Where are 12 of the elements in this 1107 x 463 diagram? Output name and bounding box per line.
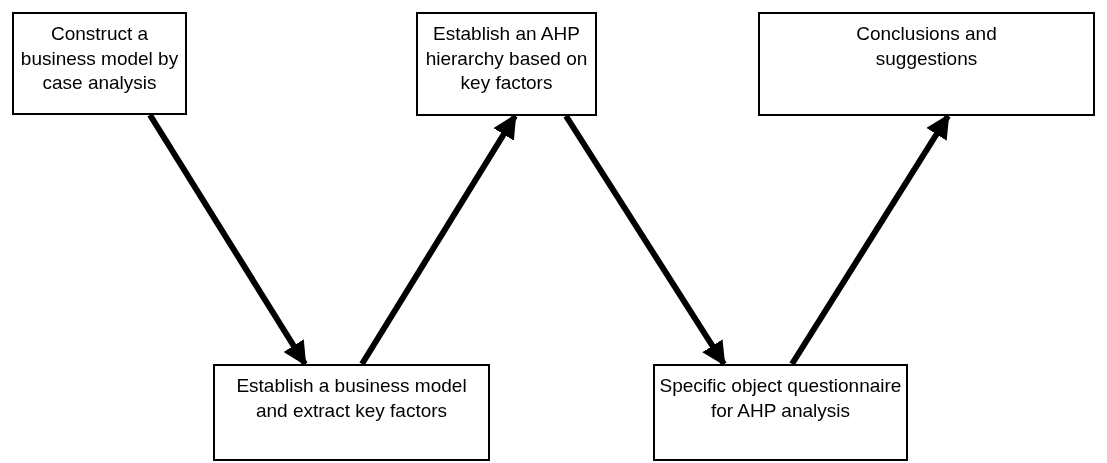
arrow bbox=[147, 113, 308, 367]
arrow bbox=[563, 114, 727, 366]
process-box bbox=[653, 364, 908, 461]
process-box bbox=[213, 364, 490, 461]
box-label: Establish an AHP hierarchy based on key factors bbox=[424, 22, 589, 96]
box-label: Construct a business model by case analysis bbox=[19, 22, 180, 96]
box-label: Specific object questionnaire for AHP analysis bbox=[658, 374, 903, 423]
box-label: Establish a business model and extract key factors bbox=[235, 374, 468, 423]
box-label: Conclusions and suggestions bbox=[855, 22, 998, 71]
process-box bbox=[758, 12, 1095, 116]
process-box bbox=[416, 12, 597, 116]
process-box bbox=[12, 12, 187, 115]
